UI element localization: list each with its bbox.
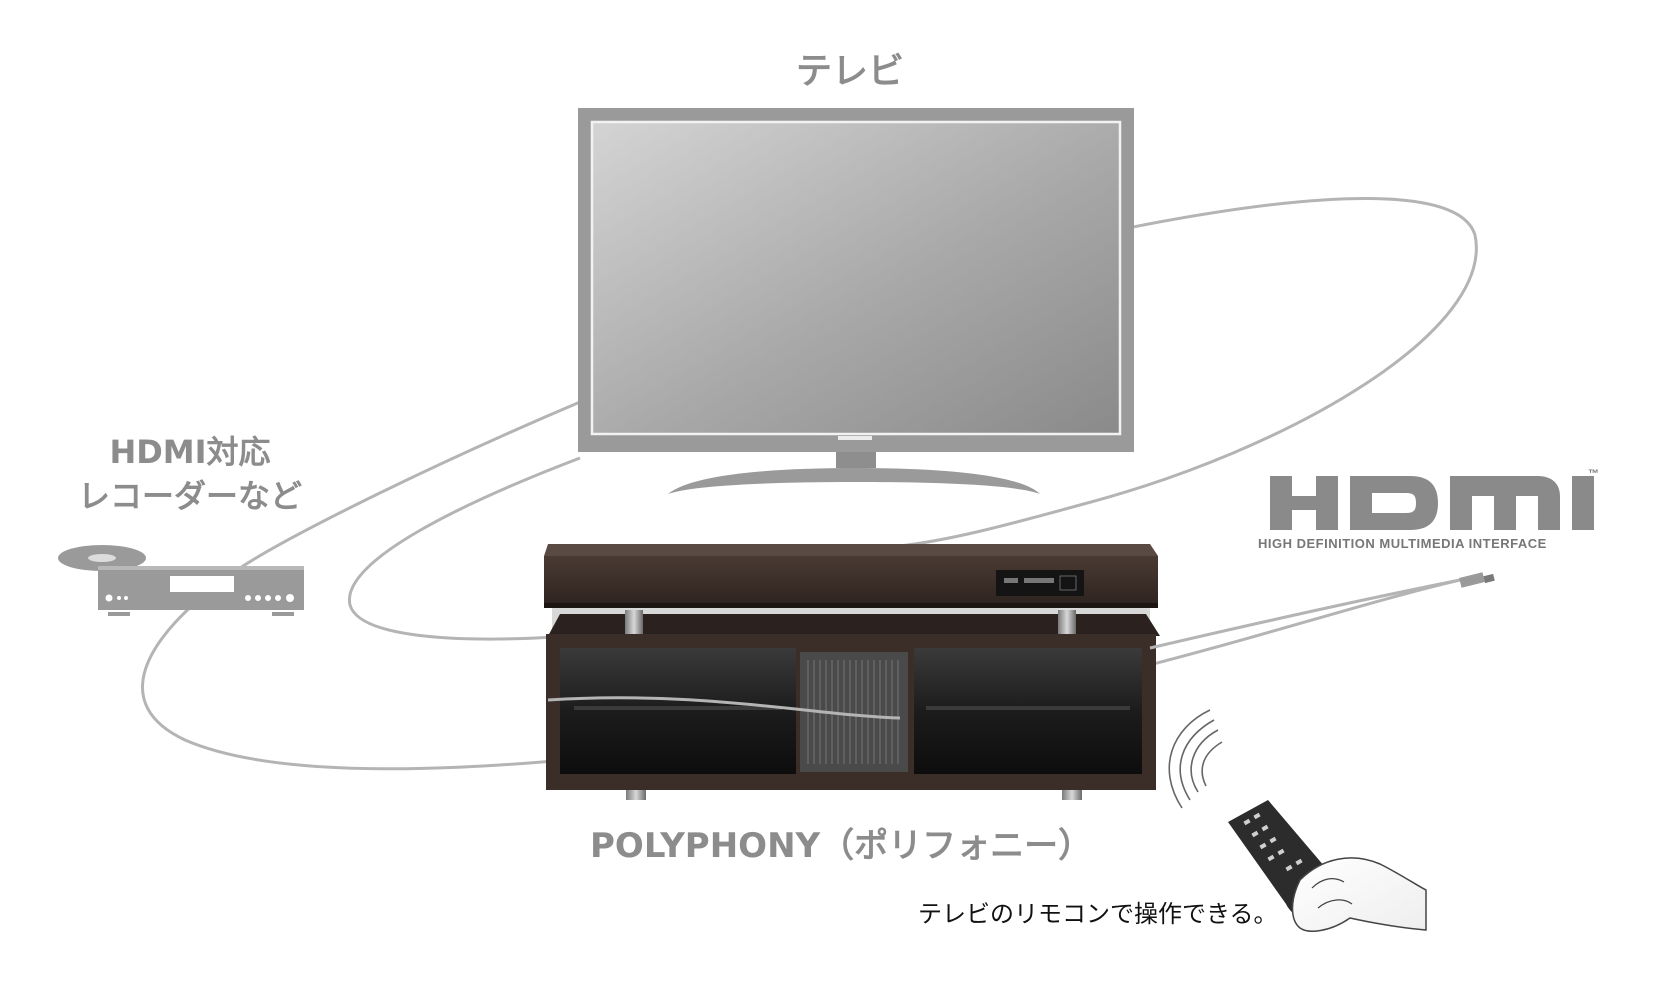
hdmi-trademark: ™ [1588, 468, 1599, 480]
remote-caption: テレビのリモコンで操作できる。 [918, 900, 1278, 928]
hdmi-plug-icon [547, 572, 1495, 720]
hdmi-tagline: HIGH DEFINITION MULTIMEDIA INTERFACE [1258, 536, 1547, 551]
recorder-label-line1: HDMI対応 [109, 433, 271, 471]
hdmi-logo-icon [1270, 476, 1594, 530]
flat-tv-icon [578, 108, 1134, 494]
remote-in-hand-icon [1168, 709, 1427, 932]
recorder-label-line2: レコーダーなど [77, 477, 302, 515]
disc-recorder-icon [58, 545, 304, 616]
tv-label: テレビ [795, 51, 904, 92]
recorder-label: HDMI対応 レコーダーなど [60, 430, 320, 518]
polyphony-label: POLYPHONY（ポリフォニー） [590, 826, 1093, 866]
tv-stand-speaker-icon [544, 544, 1160, 800]
